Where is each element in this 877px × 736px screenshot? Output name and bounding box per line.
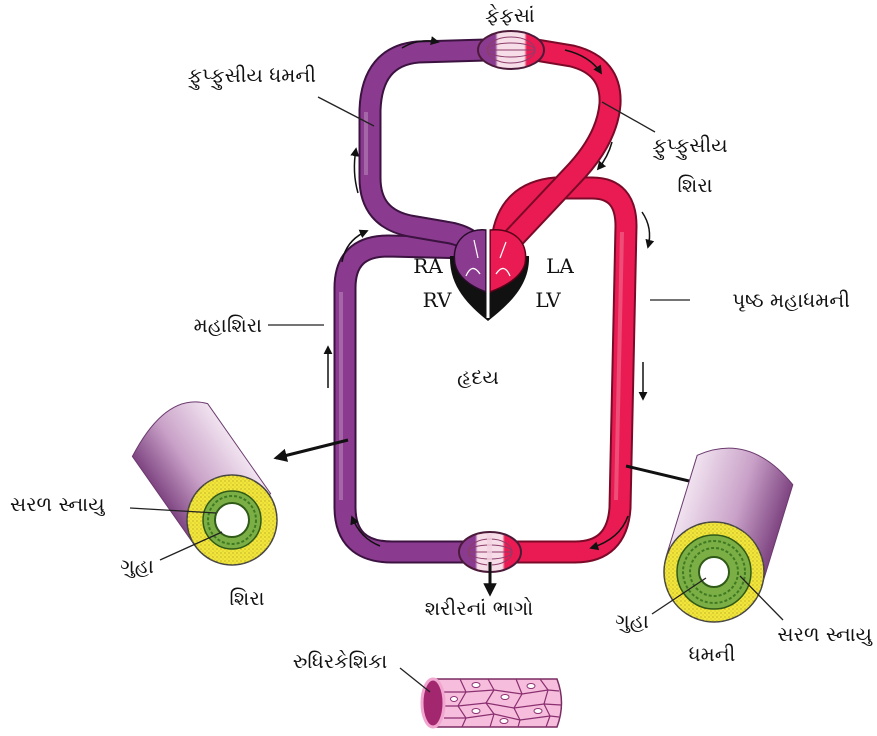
leader-capillary [399,667,431,693]
capillary-body [432,678,563,728]
leader-pulmonary-vein [601,101,656,133]
valve-arrow [499,241,507,259]
lungs-capillary-bed [477,30,545,70]
label-pulmonary-artery: ફુપ્ફુસીય ધમની [188,63,316,89]
left-atrium [489,229,527,294]
flow-arrow [401,36,440,49]
valve-arrow [473,239,479,259]
artery-lumen [698,556,730,588]
pulmonary-artery-tube [358,38,493,262]
label-artery: ધમની [689,642,736,666]
leader-vein-lumen [159,531,223,561]
label-vena-cava: મહાશિરા [194,313,263,337]
label-capillary: રુધિરકેશિકા [293,649,388,673]
label-pulmonary-vein-line2: શિરા [677,173,712,197]
flow-arrow [596,141,613,171]
capillary-opening [420,677,446,729]
label-vein-lumen: ગુહા [120,554,154,578]
artery-muscle-texture [682,540,746,604]
label-pulmonary-vein-line1: ફુપ્ફુસીય [652,133,727,159]
label-artery-muscle: સરળ સ્નાયુ [777,622,873,646]
leader-vein-muscle [129,507,217,514]
label-artery-lumen: ગુહા [615,609,649,633]
pulmonary-vein-tube [499,38,622,252]
leader-artery-muscle [739,575,784,621]
label-vein: શિરા [229,586,264,610]
capillary-vessel [420,677,563,729]
flow-arrow [589,515,629,551]
label-heart: હૃદય [457,365,499,389]
flow-arrow [341,229,369,263]
vein-muscle-texture [207,495,257,545]
flow-arrow [641,211,655,249]
valve-arrow [465,267,481,277]
label-right-ventricle: RV [423,288,452,312]
right-atrium [453,229,487,294]
label-left-atrium: LA [546,254,574,278]
label-right-atrium: RA [413,254,443,278]
body-capillary-bed [458,531,522,573]
artery-muscle-texture [689,547,739,597]
label-body-parts: શરીરનાં ભાગો [425,596,533,620]
vein-lumen [214,502,250,538]
flow-arrow [350,147,360,194]
label-lungs: ફેફસાં [485,3,535,27]
heart [449,226,530,321]
valve-arrow [495,267,511,277]
leader-artery-lumen [651,577,707,615]
arrow-to-vein-section [273,438,349,462]
artery-cross-section [663,447,794,623]
flow-arrow [350,515,381,547]
leader-pulmonary-artery [317,96,375,127]
flow-arrow [564,49,602,75]
vena-cava-tube [333,234,473,564]
label-dorsal-aorta: પૃષ્ઠ મહાધમની [732,288,850,312]
label-vein-muscle: સરળ સ્નાયુ [10,492,106,516]
label-left-ventricle: LV [535,288,561,312]
